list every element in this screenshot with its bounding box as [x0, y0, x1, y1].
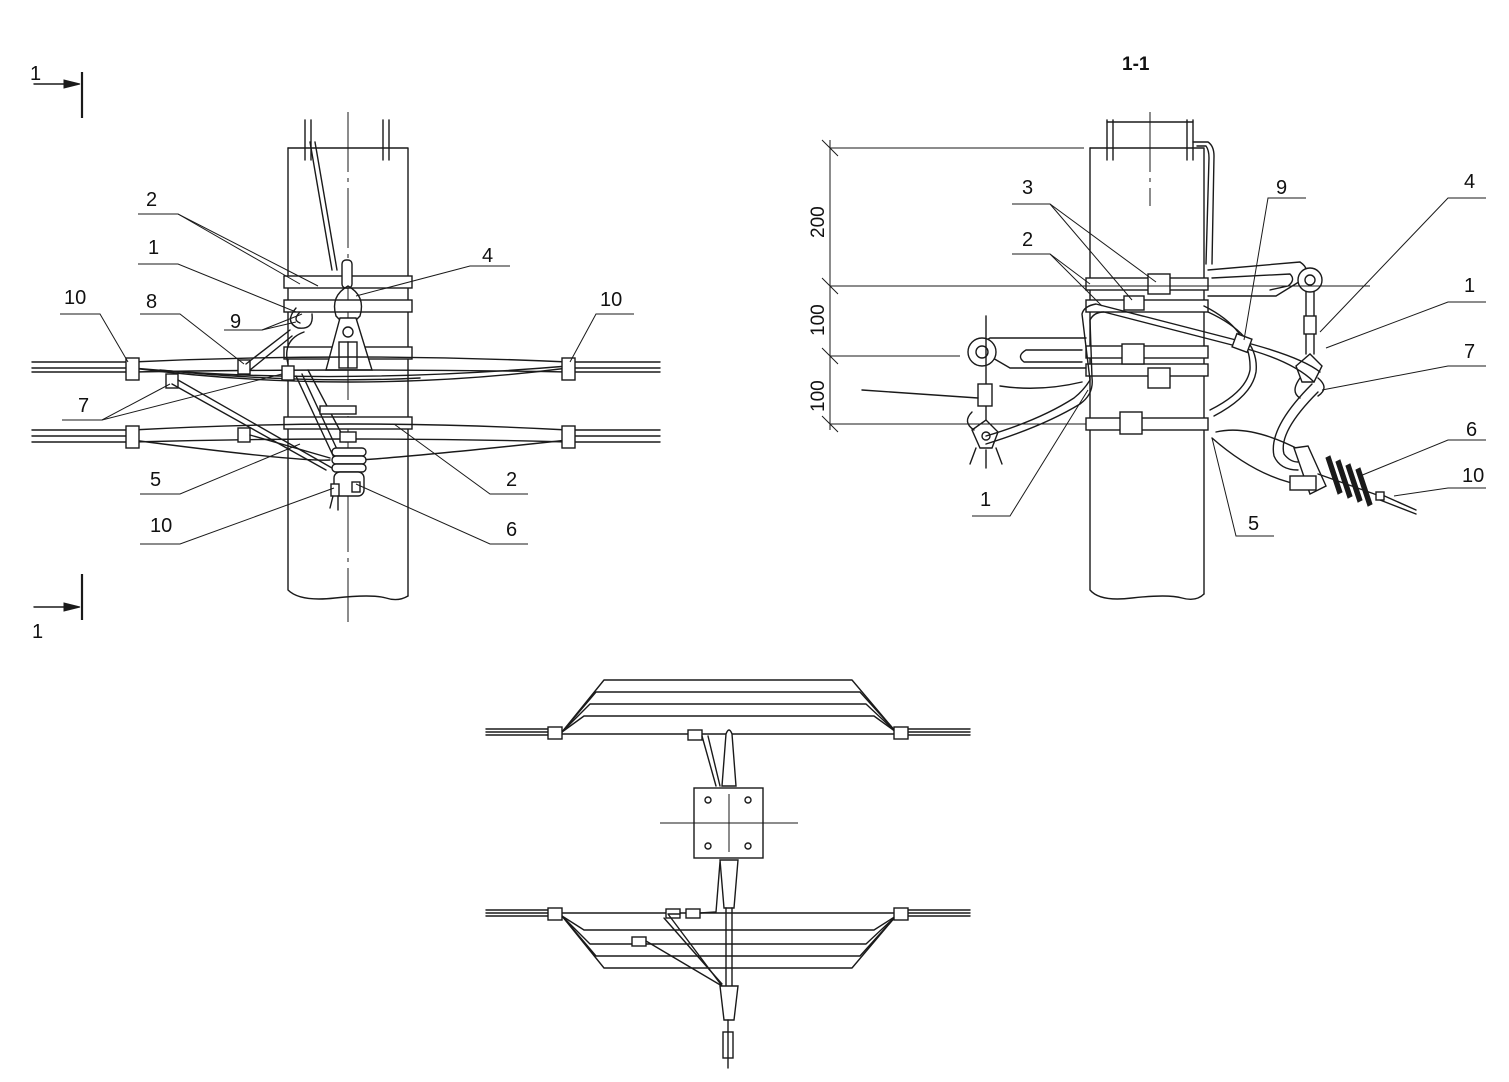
front-drop-assembly	[295, 369, 367, 511]
section-mark-top-label: 1	[30, 63, 41, 85]
callout-label: 9	[1276, 177, 1287, 199]
dimension-label: 100	[808, 380, 829, 412]
callout-label: 2	[146, 189, 157, 211]
front-callouts: 2 1 9 8 10 10 4 7 5 10 2 6	[60, 189, 634, 545]
section-mark-bottom: 1	[32, 574, 84, 643]
callout-label: 3	[1022, 177, 1033, 199]
section-callouts: 3 2 9 4 1 7 6 10 1 5	[972, 171, 1486, 537]
callout-label: 10	[64, 287, 86, 309]
callout-label: 9	[230, 311, 241, 333]
section-left-bracket	[861, 315, 1087, 469]
front-pole	[287, 112, 409, 622]
callout-label: 8	[146, 291, 157, 313]
callout-label: 4	[1464, 171, 1475, 193]
callout-label: 1	[148, 237, 159, 259]
section-bands	[1085, 273, 1209, 435]
callout-label: 5	[1248, 513, 1259, 535]
callout-label: 1	[980, 489, 991, 511]
callout-label: 6	[1466, 419, 1477, 441]
callout-label: 2	[1022, 229, 1033, 251]
callout-label: 7	[1464, 341, 1475, 363]
section-pole	[1089, 112, 1215, 601]
dimension-label: 200	[808, 206, 829, 238]
section-cable-route	[985, 303, 1321, 445]
front-upper-bundle	[31, 329, 661, 471]
callout-label: 6	[506, 519, 517, 541]
section-title: 1-1	[1122, 54, 1150, 75]
section-right-bracket	[1207, 261, 1325, 399]
callout-label: 7	[78, 395, 89, 417]
section-dimensions: 200 100 100	[808, 139, 1370, 433]
callout-label: 2	[506, 469, 517, 491]
plan-upper-harness	[485, 679, 971, 787]
plan-lower-harness	[485, 859, 971, 1069]
section-tension-clamp	[1211, 383, 1417, 515]
dimension-label: 100	[808, 304, 829, 336]
plan-junction-box	[660, 787, 798, 859]
section-mark-top: 1	[30, 63, 84, 118]
callout-label: 1	[1464, 275, 1475, 297]
callout-label: 4	[482, 245, 493, 267]
front-view: 2 1 9 8 10 10 4 7 5 10 2 6	[31, 112, 661, 622]
callout-label: 10	[600, 289, 622, 311]
callout-label: 5	[150, 469, 161, 491]
callout-label: 10	[1462, 465, 1484, 487]
plan-view	[485, 679, 971, 1069]
callout-label: 10	[150, 515, 172, 537]
front-hooks	[286, 307, 313, 365]
section-mark-bottom-label: 1	[32, 621, 43, 643]
section-view: 1-1	[808, 54, 1486, 601]
